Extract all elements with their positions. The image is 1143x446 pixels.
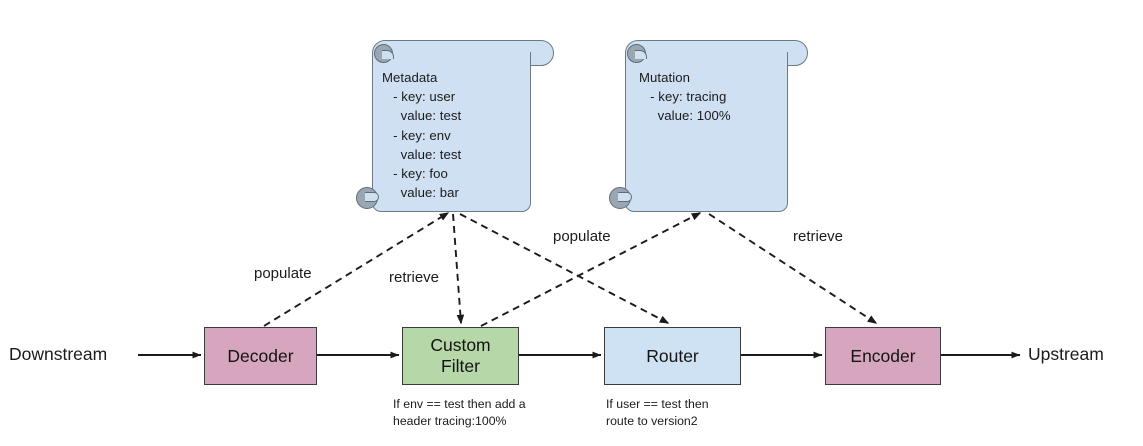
scroll-curl-top-icon [374, 44, 394, 63]
node-router-label: Router [646, 345, 699, 366]
mutation-document-text: Mutation - key: tracing value: 100% [639, 70, 731, 124]
edge-label-retrieve-metadata: retrieve [389, 269, 440, 286]
mutation-document: Mutation - key: tracing value: 100% [609, 40, 808, 212]
edge-label-retrieve-mutation: retrieve [793, 228, 844, 245]
scroll-body [372, 52, 531, 212]
node-custom-filter[interactable]: Custom Filter [402, 327, 519, 385]
caption-router: If user == test then route to version2 [606, 397, 709, 428]
metadata-document-text: Metadata - key: user value: test - key: … [382, 70, 462, 201]
edge-metadata-customfilter-retrieve [452, 213, 465, 325]
caption-custom-filter: If env == test then add a header tracing… [393, 397, 526, 428]
endpoint-downstream-label: Downstream [9, 344, 108, 364]
scroll-curl-bottom-icon [356, 187, 379, 209]
edge-label-populate-mutation: populate [553, 228, 611, 245]
endpoint-upstream-label: Upstream [1028, 344, 1104, 364]
scroll-curl-top-icon [627, 44, 647, 63]
node-router[interactable]: Router [604, 327, 741, 385]
node-encoder-label: Encoder [850, 345, 916, 366]
edge-label-populate-metadata: populate [254, 265, 312, 282]
metadata-document: Metadata - key: user value: test - key: … [356, 40, 554, 212]
scroll-body [625, 52, 788, 212]
node-decoder[interactable]: Decoder [204, 327, 317, 385]
node-encoder[interactable]: Encoder [825, 327, 941, 385]
node-custom-filter-label: Custom Filter [430, 335, 491, 376]
node-decoder-label: Decoder [227, 345, 294, 366]
scroll-curl-bottom-icon [609, 187, 632, 209]
